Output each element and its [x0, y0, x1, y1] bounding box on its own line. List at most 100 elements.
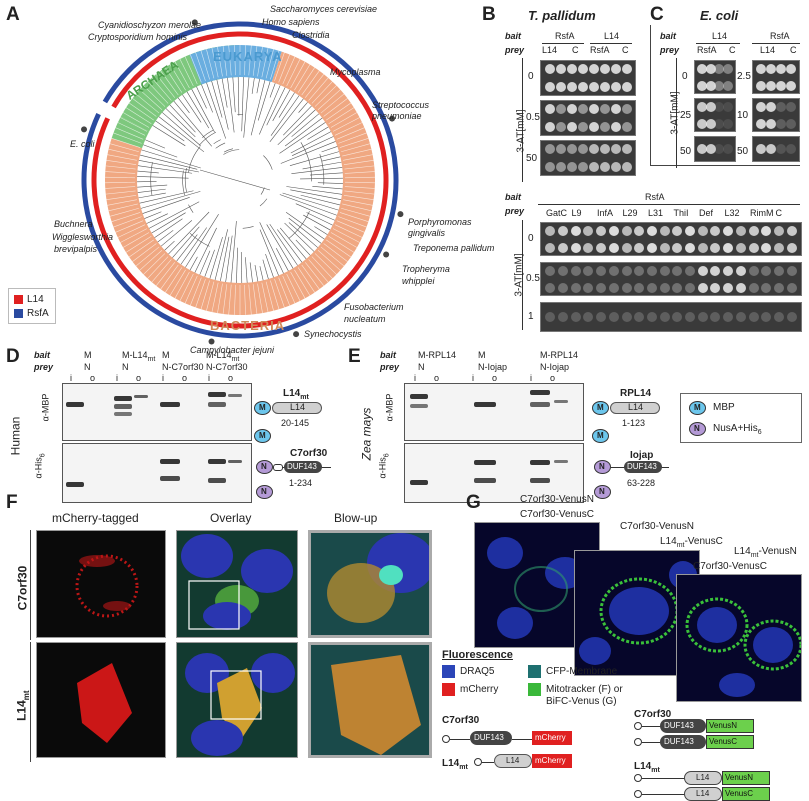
yeast-spot — [723, 119, 733, 129]
yeast-spot — [558, 243, 568, 253]
domain-eukarya: EUKARYA — [213, 50, 283, 63]
panel-d-species: Human — [9, 417, 21, 456]
panel-d-prot2-domain: DUF143 — [287, 463, 317, 471]
yeast-spot — [596, 283, 606, 293]
species-streptococcus: Streptococcus — [372, 101, 429, 110]
yeast-spot — [556, 82, 566, 92]
panel-e-io-label: o — [492, 374, 497, 383]
panel-e-io-label: o — [434, 374, 439, 383]
yeast-spot — [600, 122, 610, 132]
yeast-spot — [685, 243, 695, 253]
yeast-spot — [766, 81, 776, 91]
g-img2-line1: C7orf30-VenusN — [620, 522, 694, 532]
yeast-spot — [545, 162, 555, 172]
yeast-spot — [567, 64, 577, 74]
panel-b2-bait-label: bait — [505, 193, 521, 202]
band — [474, 460, 496, 465]
yeast-spot — [600, 162, 610, 172]
yeast-spot — [787, 283, 797, 293]
yeast-spot — [776, 102, 786, 112]
yeast-spot — [600, 82, 610, 92]
panel-e-row1: α-MBP — [385, 394, 394, 422]
yeast-spot — [647, 226, 657, 236]
yeast-spot — [710, 226, 720, 236]
fluor-venus-swatch — [528, 683, 541, 696]
fluorescence-title: Fluorescence — [442, 650, 513, 661]
yeast-spot — [578, 162, 588, 172]
panel-b-prey-1: L14 — [542, 46, 557, 55]
yeast-spot — [609, 266, 619, 276]
species-marker-campy — [209, 339, 215, 345]
band — [66, 482, 84, 487]
yeast-spot — [611, 122, 621, 132]
panel-c-bait-1: L14 — [712, 32, 727, 41]
legend-mbp-label: MBP — [713, 403, 735, 413]
yeast-spot — [723, 243, 733, 253]
yeast-spot — [761, 243, 771, 253]
yeast-spot — [609, 283, 619, 293]
panel-d-row1: α-MBP — [41, 394, 50, 422]
construct-f-l14-title: L14mt — [442, 759, 468, 771]
tree-legend: L14 RsfA — [8, 288, 56, 324]
yeast-spot — [723, 226, 733, 236]
panel-d-col1-prey: N — [84, 363, 91, 372]
species-wigglesworthia: Wigglesworthia — [52, 233, 113, 242]
panel-label-f: F — [6, 492, 18, 514]
yeast-spot — [545, 122, 555, 132]
yeast-spot — [545, 283, 555, 293]
yeast-spot — [685, 226, 695, 236]
yeast-plate-b-1 — [540, 100, 636, 136]
yeast-spot — [749, 243, 759, 253]
yeast-spot — [749, 283, 759, 293]
yeast-spot — [567, 82, 577, 92]
panel-e-prot2-name: Iojap — [630, 451, 653, 461]
yeast-spot — [723, 283, 733, 293]
yeast-spot — [776, 119, 786, 129]
yeast-spot — [647, 312, 657, 322]
band — [530, 478, 550, 483]
band — [228, 460, 242, 463]
species-fusobacterium: Fusobacterium — [344, 303, 404, 312]
panel-label-c: C — [650, 4, 664, 26]
yeast-spot — [622, 283, 632, 293]
yeast-spot — [589, 82, 599, 92]
panel-c-prey-3: L14 — [760, 46, 775, 55]
yeast-spot — [622, 162, 632, 172]
yeast-spot — [596, 226, 606, 236]
panel-b2-row-2: 1 — [528, 312, 534, 322]
construct-g-nterm — [634, 738, 642, 746]
panel-label-e: E — [348, 346, 361, 368]
yeast-spot — [786, 102, 796, 112]
yeast-spot — [596, 243, 606, 253]
species-porphyromonas: Porphyromonas — [408, 218, 472, 227]
panel-e-col2-bait: M — [478, 351, 486, 360]
panel-d-prey-label: prey — [34, 363, 53, 372]
yeast-spot — [647, 266, 657, 276]
panel-b-row-1: 0.5 — [526, 113, 540, 123]
panel-d-bait-label: bait — [34, 351, 50, 360]
yeast-spot — [556, 144, 566, 154]
panel-e-species: Zea mays — [360, 408, 372, 461]
yeast-spot — [660, 312, 670, 322]
yeast-spot — [756, 119, 766, 129]
yeast-spot — [583, 226, 593, 236]
yeast-spot — [571, 226, 581, 236]
band — [160, 402, 180, 407]
panel-b-prey-2: C — [572, 46, 579, 55]
yeast-spot — [556, 162, 566, 172]
species-marker-synech — [293, 331, 299, 337]
yeast-spot — [774, 312, 784, 322]
construct-g-nterm — [634, 774, 642, 782]
yeast-spot — [589, 64, 599, 74]
panel-b2-row-0: 0 — [528, 234, 534, 244]
yeast-spot — [787, 312, 797, 322]
species-fusobacterium2: nucleatum — [344, 315, 386, 324]
yeast-spot — [710, 266, 720, 276]
yeast-spot — [558, 283, 568, 293]
yeast-spot — [736, 312, 746, 322]
yeast-spot — [756, 144, 766, 154]
yeast-spot — [749, 266, 759, 276]
panel-d-io-label: i — [116, 374, 118, 383]
panel-d-row2: α-His6 — [35, 453, 47, 478]
panel-c-bait-label: bait — [660, 32, 676, 41]
